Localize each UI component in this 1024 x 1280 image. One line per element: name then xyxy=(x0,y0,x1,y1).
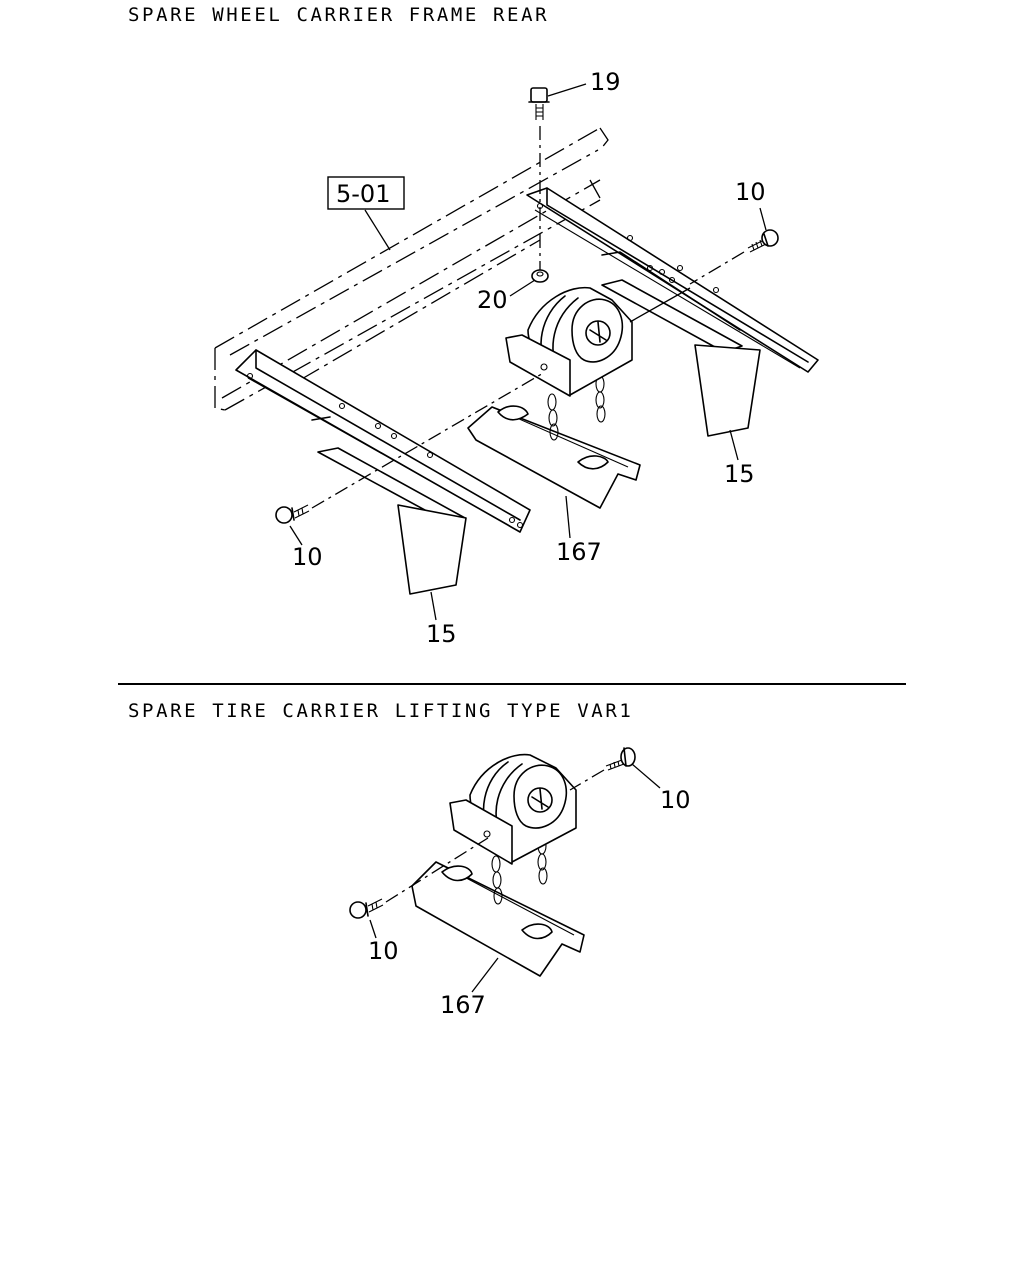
callout-15-right: 15 xyxy=(724,460,755,488)
vehicle-frame-rail xyxy=(214,127,609,411)
callout-10-lower-right: 10 xyxy=(660,786,691,814)
section-divider xyxy=(118,683,906,685)
carrier-assembly-lower xyxy=(411,753,585,977)
bolt-10-right xyxy=(747,229,779,253)
callout-10-left: 10 xyxy=(292,543,323,571)
bolt-19 xyxy=(528,87,550,120)
crossmember-left xyxy=(235,349,531,533)
bolt-10-left xyxy=(275,504,310,524)
callout-19: 19 xyxy=(590,68,621,96)
callout-10-right: 10 xyxy=(735,178,766,206)
callout-167-upper: 167 xyxy=(556,538,602,566)
bolt-10-lower-left xyxy=(349,898,384,919)
callout-15-left: 15 xyxy=(426,620,457,648)
bolt-10-lower-right-center-line xyxy=(569,769,605,791)
bolt-10-lower-right xyxy=(605,747,636,771)
bracket-left xyxy=(311,416,467,595)
chain-upper xyxy=(547,375,606,441)
callout-ref-box: 5-01 xyxy=(336,180,390,208)
section-title-frame-rear: SPARE WHEEL CARRIER FRAME REAR xyxy=(128,4,550,26)
callout-167-lower: 167 xyxy=(440,991,486,1019)
callout-20: 20 xyxy=(477,286,508,314)
nut-20 xyxy=(531,269,549,283)
callout-leaders-upper xyxy=(289,83,767,621)
bracket-right xyxy=(601,251,761,437)
section-title-lifting-type: SPARE TIRE CARRIER LIFTING TYPE VAR1 xyxy=(128,700,634,722)
bolt-10-right-center-line xyxy=(689,251,745,285)
callout-10-lower-left: 10 xyxy=(368,937,399,965)
carrier-assembly-upper xyxy=(467,286,641,509)
bolt-10-left-center-line xyxy=(311,371,546,509)
ref-box xyxy=(327,176,405,210)
callout-leaders-lower xyxy=(369,763,661,993)
bolt-10-lower-left-center-line xyxy=(385,837,489,903)
